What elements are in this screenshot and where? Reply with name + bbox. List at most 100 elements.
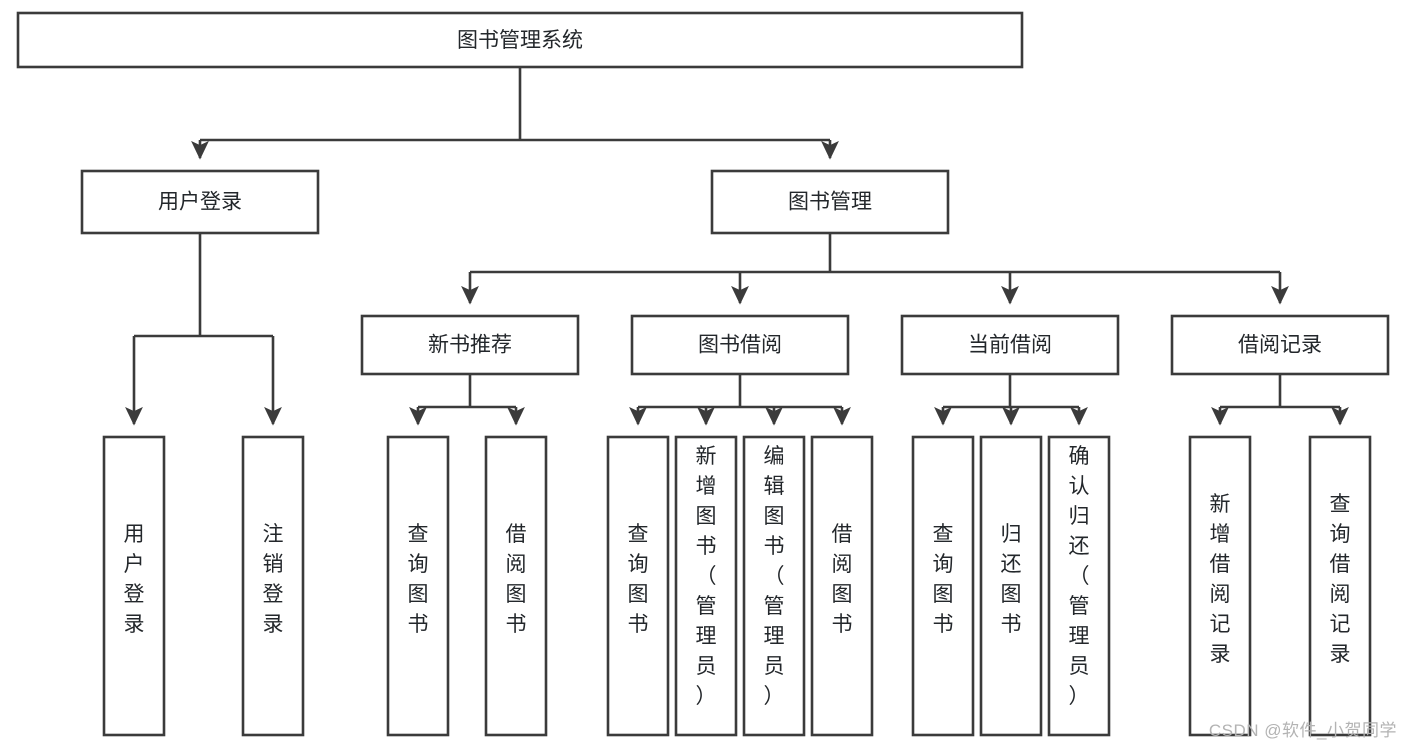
leaf-label-char: 图: [408, 583, 429, 606]
leaf-label-char: 询: [408, 553, 429, 576]
leaf-label-char: 图: [696, 505, 717, 528]
leaf-label-char: 记: [1210, 613, 1231, 636]
node-current-borrow-label: 当前借阅: [968, 334, 1052, 357]
leaf-node[interactable]: 新增图书 （ 管理员 ）: [674, 435, 738, 737]
leaf-label-char: 阅: [1210, 583, 1231, 606]
leaf-node[interactable]: 借阅图书: [484, 435, 548, 737]
leaf-label-char: 借: [832, 523, 853, 546]
leaf-label-char: 查: [408, 523, 429, 546]
leaf-label-char: 辑: [764, 475, 785, 498]
leaf-node-box: [386, 435, 450, 737]
leaf-label-char: 管: [1069, 595, 1090, 618]
leaf-node-box: [674, 435, 738, 737]
node-root[interactable]: 图书管理系统: [16, 11, 1024, 69]
leaf-label-char: 理: [696, 625, 717, 648]
leaf-label-char: 书: [933, 613, 954, 636]
leaf-label-char: 借: [506, 523, 527, 546]
leaf-label-char: 阅: [1330, 583, 1351, 606]
leaf-node-label: 编辑图书（管理员）: [764, 445, 785, 708]
node-current-borrow-box: [900, 314, 1120, 376]
leaf-label-char: 书: [1001, 613, 1022, 636]
leaf-node[interactable]: 编辑图书（管理员）: [742, 435, 806, 737]
leaf-node[interactable]: 用户登录: [102, 435, 166, 737]
leaf-label-char: 归: [1069, 505, 1090, 528]
node-book-borrow-label: 图书借阅: [698, 334, 782, 357]
leaf-node-box: [979, 435, 1043, 737]
leaf-node-box: [911, 435, 975, 737]
leaf-node[interactable]: 新增借阅记录: [1188, 435, 1252, 737]
leaf-label-char: 借: [1330, 553, 1351, 576]
leaf-node[interactable]: 借阅图书: [810, 435, 874, 737]
leaf-node[interactable]: 查询图书: [606, 435, 670, 737]
node-book-borrow-box: [630, 314, 850, 376]
leaf-label-char: 查: [933, 523, 954, 546]
leaf-label-char: 询: [628, 553, 649, 576]
leaf-label-char-paren: ）: [696, 685, 717, 708]
node-borrow-record[interactable]: 借阅记录: [1170, 314, 1390, 376]
leaf-node-box: [1308, 435, 1372, 737]
edge-bookborrow-to-leaves: [629, 374, 851, 426]
leaf-label-char: 销: [263, 553, 284, 576]
leaf-node-label: 借阅图书: [506, 523, 527, 636]
leaf-node[interactable]: 确认归还（管理员）: [1047, 435, 1111, 737]
leaf-label-char: 阅: [506, 553, 527, 576]
leaf-node[interactable]: 查询图书: [911, 435, 975, 737]
leaf-label-char: 新: [696, 445, 717, 468]
leaf-label-char: 图: [764, 505, 785, 528]
leaf-label-char: 录: [263, 613, 284, 636]
leaf-node[interactable]: 查询图书: [386, 435, 450, 737]
leaf-label-char: 录: [1330, 643, 1351, 666]
leaf-node[interactable]: 查询借阅记录: [1308, 435, 1372, 737]
node-current-borrow[interactable]: 当前借阅: [900, 314, 1120, 376]
edge-borrowrecord-to-leaves: [1211, 374, 1349, 426]
leaf-node-box: [1188, 435, 1252, 737]
leaf-node-box: [810, 435, 874, 737]
leaf-node-label: 注销登录: [263, 523, 284, 636]
leaf-label-char-paren: ）: [764, 685, 785, 708]
leaf-node-label: 查询借阅记录: [1330, 493, 1351, 666]
node-root-box: [16, 11, 1024, 69]
leaf-label-char: 户: [124, 553, 145, 576]
leaf-label-char: 还: [1001, 553, 1022, 576]
leaf-node-label: 查询图书: [408, 523, 429, 636]
leaf-label-char: 增: [696, 475, 717, 498]
leaf-label-char: 管: [696, 595, 717, 618]
leaf-label-char: 记: [1330, 613, 1351, 636]
node-root-label: 图书管理系统: [457, 29, 583, 52]
leaf-label-char: 员: [764, 655, 785, 678]
leaf-nodes-layer: 用户登录注销登录查询图书借阅图书查询图书新增图书（管理员）编辑图书（管理员）借阅…: [102, 435, 1372, 737]
leaf-label-char-paren: （: [696, 565, 717, 588]
leaf-node-label: 借阅图书: [832, 523, 853, 636]
leaf-label-char: 图: [506, 583, 527, 606]
edge-root-to-level2: [191, 67, 839, 160]
leaf-label-char: 图: [933, 583, 954, 606]
node-book-borrow[interactable]: 图书借阅: [630, 314, 850, 376]
leaf-label-char: 理: [1069, 625, 1090, 648]
node-new-book-rec-box: [360, 314, 580, 376]
leaf-label-char: 录: [124, 613, 145, 636]
leaf-node[interactable]: 注销登录: [241, 435, 305, 737]
node-new-book-rec[interactable]: 新书推荐: [360, 314, 580, 376]
node-book-manage[interactable]: 图书管理: [710, 169, 950, 235]
leaf-label-char-paren: ）: [1069, 685, 1090, 708]
leaf-node[interactable]: 归还图书: [979, 435, 1043, 737]
leaf-label-char: 书: [832, 613, 853, 636]
node-borrow-record-box: [1170, 314, 1390, 376]
edge-bookmanage-to-level3: [461, 233, 1289, 305]
leaf-label-char: 员: [696, 655, 717, 678]
leaf-label-char: 认: [1069, 475, 1090, 498]
node-book-manage-label: 图书管理: [788, 191, 872, 214]
leaf-node-label: 查询图书: [628, 523, 649, 636]
leaf-node-box: [241, 435, 305, 737]
leaf-label-char: 借: [1210, 553, 1231, 576]
leaf-node-box: [1047, 435, 1111, 737]
leaf-label-char: 书: [696, 535, 717, 558]
leaf-label-char: 登: [263, 583, 284, 606]
leaf-label-char: 询: [1330, 523, 1351, 546]
node-new-book-rec-label: 新书推荐: [428, 334, 512, 357]
leaf-label-char: 登: [124, 583, 145, 606]
node-user-login[interactable]: 用户登录: [80, 169, 320, 235]
leaf-label-char: 查: [1330, 493, 1351, 516]
